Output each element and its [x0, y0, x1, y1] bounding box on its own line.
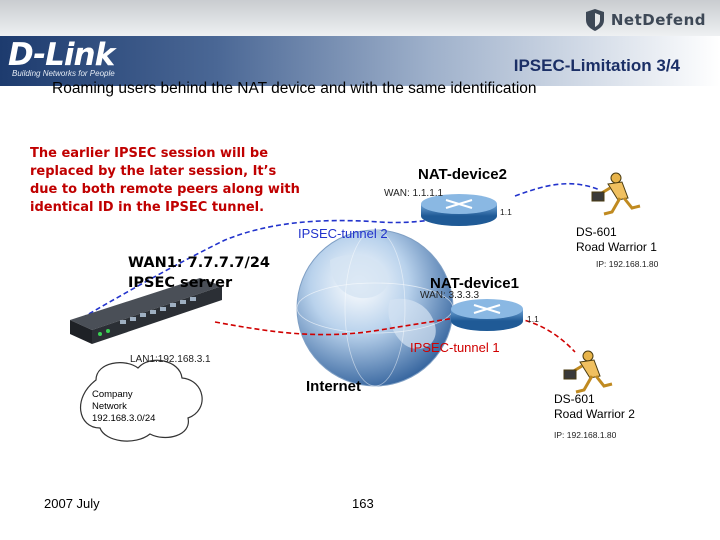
internet-label: Internet [306, 378, 362, 395]
road-warrior-2-ip: IP: 192.168.1.80 [554, 430, 617, 440]
limitation-note: The earlier IPSEC session will be replac… [30, 145, 330, 217]
netdefend-shield-icon [585, 9, 604, 31]
page-subtitle: Roaming users behind the NAT device and … [52, 80, 537, 97]
dlink-logo: D-Link Building Networks for People [8, 38, 115, 78]
company-network-label: Company Network 192.168.3.0/24 [92, 389, 155, 425]
company-line: Company [92, 389, 133, 400]
netdefend-text: NetDefend [610, 11, 706, 29]
ipsec-tunnel-2-label: IPSEC-tunnel 2 [298, 226, 388, 241]
note-line: identical ID in the IPSEC tunnel. [30, 200, 265, 215]
running-user-icon [563, 350, 613, 394]
cloud-icon [80, 359, 203, 442]
note-line: due to both remote peers along with [30, 182, 300, 197]
ipsec-tunnel-1-label: IPSEC-tunnel 1 [410, 340, 500, 355]
company-line: 192.168.3.0/24 [92, 413, 156, 424]
running-user-icon [591, 172, 641, 216]
nat-device1-wan: WAN: 3.3.3.3 [420, 290, 480, 301]
firewall-appliance-icon [70, 278, 222, 344]
rw1-name: Road Warrior 1 [576, 240, 657, 254]
header-blue-band [0, 36, 720, 86]
nat-device1-lan: 1.1 [527, 314, 539, 324]
page-number: 163 [352, 496, 374, 511]
netdefend-logo: NetDefend [584, 8, 706, 32]
server-lan-label: LAN1:192.168.3.1 [130, 354, 211, 365]
nat-device2-label: NAT-device2 [418, 166, 507, 183]
note-line: The earlier IPSEC session will be [30, 146, 269, 161]
ipsec-tunnel-2-line [81, 182, 601, 319]
router-icon [451, 299, 523, 331]
road-warrior-1-ip: IP: 192.168.1.80 [596, 259, 659, 269]
nat-device2-wan: WAN: 1.1.1.1 [384, 188, 444, 199]
company-line: Network [92, 401, 127, 412]
nat-device2-lan: 1.1 [500, 207, 512, 217]
logo-tagline: Building Networks for People [12, 69, 115, 78]
page-title: IPSEC-Limitation 3/4 [513, 56, 680, 75]
note-line: replaced by the later session, It’s [30, 164, 277, 179]
ipsec-server-label: WAN1: 7.7.7.7/24 IPSEC server [128, 253, 270, 293]
footer-date: 2007 July [44, 496, 100, 511]
road-warrior-1-label: DS-601 Road Warrior 1 [576, 225, 657, 255]
road-warrior-2-label: DS-601 Road Warrior 2 [554, 392, 635, 422]
server-wan: WAN1: 7.7.7.7/24 [128, 255, 270, 271]
router-icon [421, 194, 497, 226]
nat-device1-label: NAT-device1 [430, 275, 519, 292]
server-role: IPSEC server [128, 275, 233, 291]
rw1-model: DS-601 [576, 225, 617, 239]
rw2-model: DS-601 [554, 392, 595, 406]
logo-text: D-Link [8, 37, 115, 73]
globe-icon [296, 229, 454, 387]
rw2-name: Road Warrior 2 [554, 407, 635, 421]
